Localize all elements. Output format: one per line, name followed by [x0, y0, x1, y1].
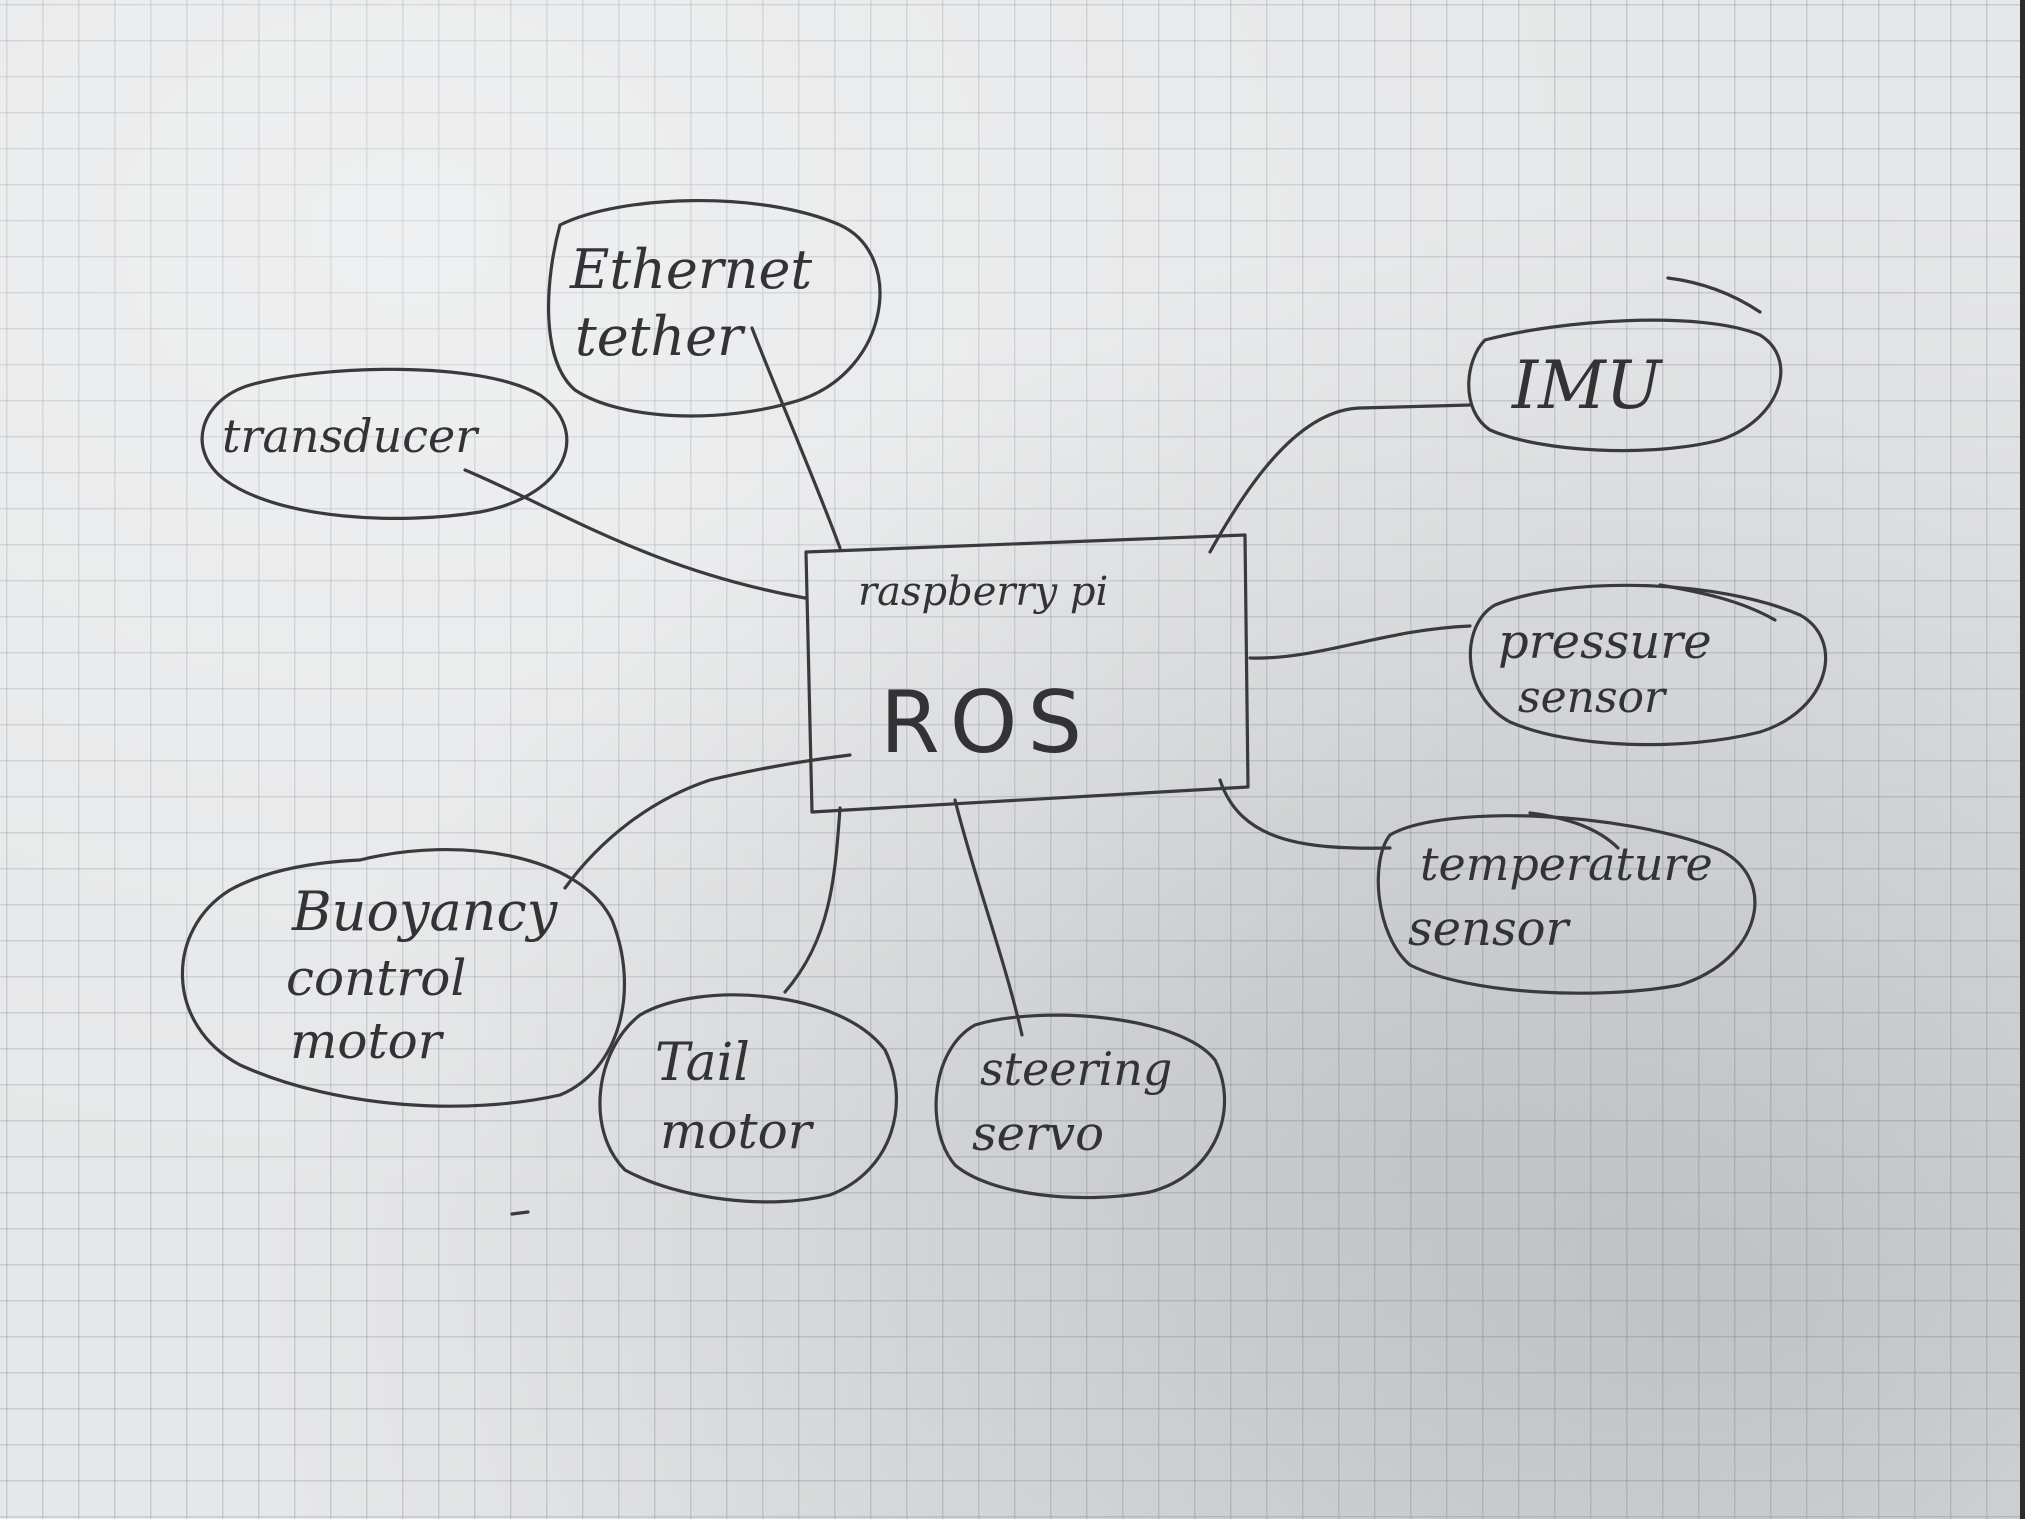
edge-temperature — [1218, 778, 1392, 850]
raspberry-pi-box: raspberry pi ROS — [804, 533, 1250, 814]
edge-transducer — [463, 468, 807, 600]
buoyancy-label-line3: motor — [290, 1012, 445, 1070]
ros-label: ROS — [880, 673, 1092, 773]
stray-pencil-mark — [510, 1210, 530, 1216]
steering-label-line2: servo — [972, 1106, 1104, 1162]
edge-ethernet — [750, 326, 842, 550]
photo-edge — [2020, 0, 2025, 1519]
ethernet-tether-node: Ethernet tether — [546, 199, 882, 418]
temperature-label-line1: temperature — [1420, 837, 1713, 891]
edge-imu — [1208, 403, 1472, 554]
temperature-label-line2: sensor — [1408, 901, 1571, 957]
temperature-sensor-node: temperature sensor — [1376, 811, 1757, 995]
ethernet-label-line1: Ethernet — [569, 238, 812, 301]
edge-tail — [783, 806, 842, 994]
pressure-label-line2: sensor — [1518, 672, 1668, 723]
tail-label-line1: Tail — [655, 1033, 750, 1093]
tail-motor-node: Tail motor — [598, 993, 898, 1204]
tail-label-line2: motor — [660, 1102, 815, 1160]
steering-servo-node: steering servo — [934, 1013, 1227, 1200]
edge-pressure — [1248, 624, 1472, 660]
transducer-label: transducer — [222, 409, 480, 463]
connections — [463, 326, 1472, 1037]
raspberry-pi-label: raspberry pi — [858, 569, 1108, 615]
buoyancy-label-line1: Buoyancy — [291, 880, 559, 943]
transducer-node: transducer — [200, 367, 569, 520]
ethernet-label-line2: tether — [575, 305, 746, 368]
imu-label: IMU — [1511, 347, 1664, 424]
imu-node: IMU — [1467, 276, 1783, 453]
edge-steering — [953, 798, 1024, 1037]
pressure-sensor-node: pressure sensor — [1468, 583, 1828, 747]
edge-buoyancy — [563, 753, 852, 890]
pressure-label-line1: pressure — [1498, 614, 1712, 670]
buoyancy-control-motor-node: Buoyancy control motor — [180, 847, 626, 1108]
steering-label-line1: steering — [980, 1042, 1172, 1096]
buoyancy-label-line2: control — [286, 949, 466, 1007]
